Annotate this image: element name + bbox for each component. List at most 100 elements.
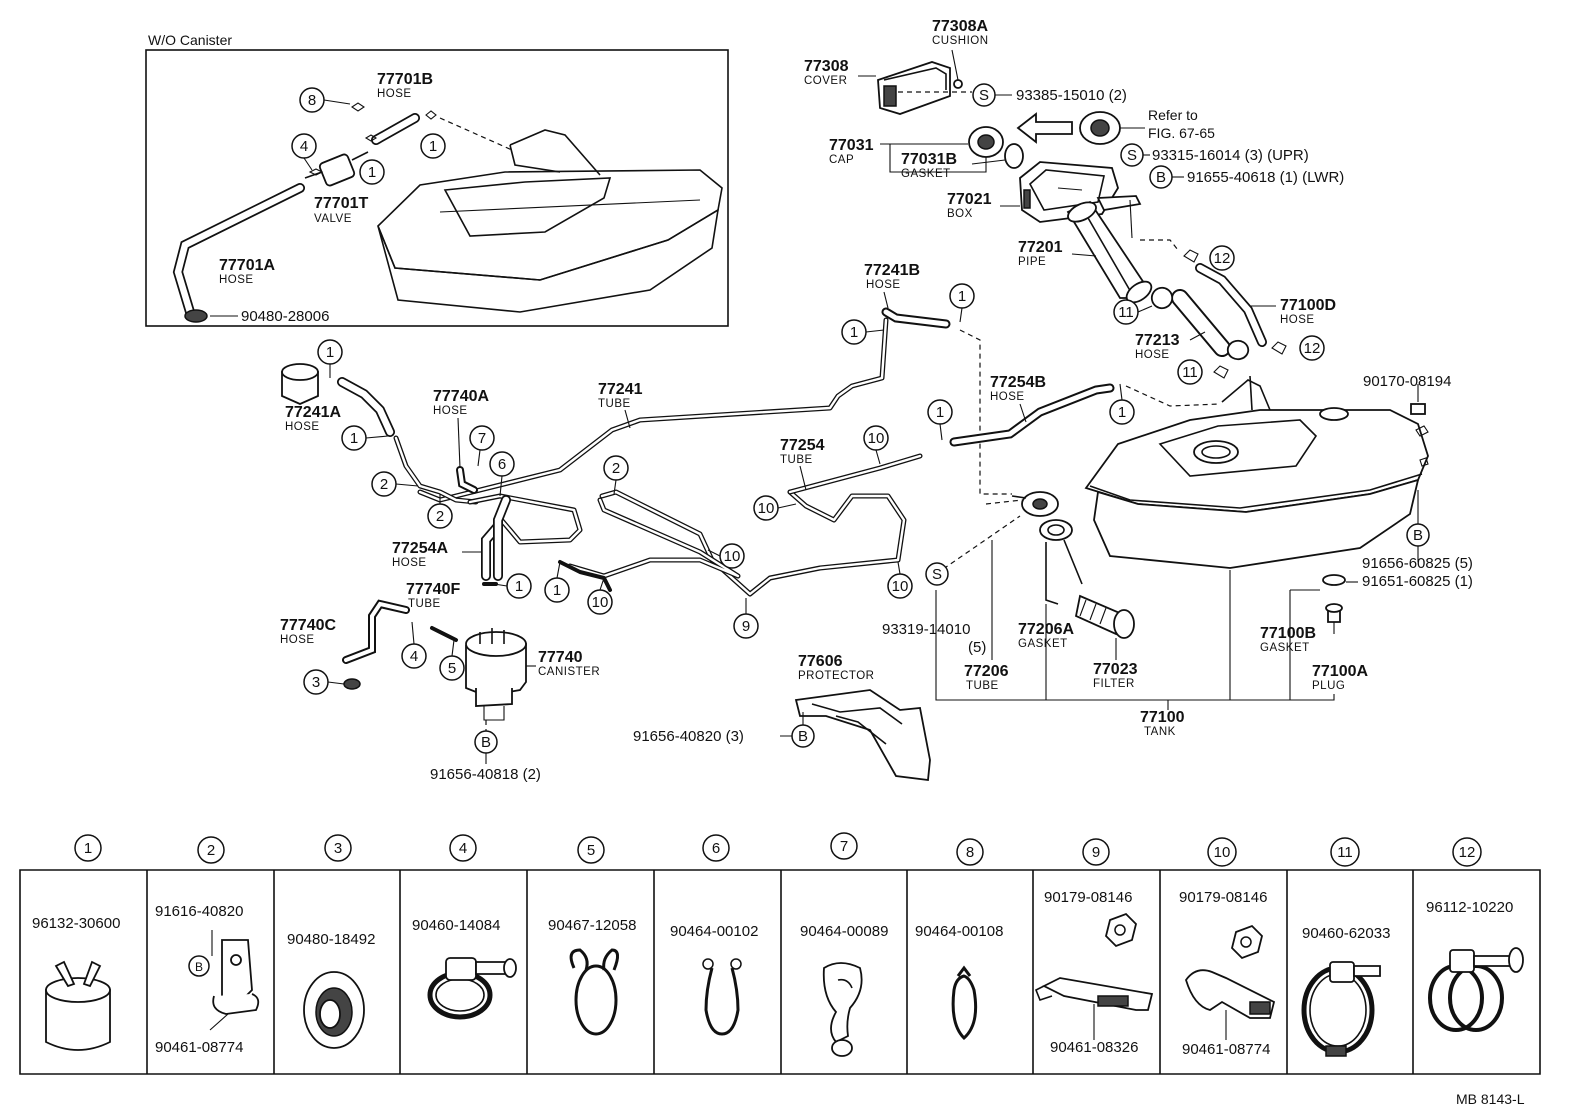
callout-8-inset: 8 xyxy=(299,87,325,113)
callout-1-inset-b: 1 xyxy=(420,133,446,159)
pn-77740a: 77740A xyxy=(433,388,489,405)
pn-91655-40618: 91655-40618 (1) (LWR) xyxy=(1187,169,1344,186)
bracket-icon-10 xyxy=(1185,924,1276,1040)
callout-11-b: 11 xyxy=(1177,359,1229,385)
legend-pn-11: 90460-62033 xyxy=(1302,925,1390,942)
sender-77206 xyxy=(985,491,1083,605)
pn-77740c: 77740C xyxy=(280,617,336,634)
callout-1-b: 1 xyxy=(341,425,367,451)
svg-text:1: 1 xyxy=(429,138,437,155)
svg-text:11: 11 xyxy=(1337,844,1353,861)
svg-text:2: 2 xyxy=(207,842,215,859)
clamp-legend: 1 2 3 4 5 6 7 8 9 10 11 12 96132-30600 9… xyxy=(19,832,1541,1075)
legend-pn-5: 90467-12058 xyxy=(548,917,636,934)
svg-text:1: 1 xyxy=(553,582,561,599)
clamp-icon-2: B xyxy=(188,930,260,1031)
pn-77031b: 77031B xyxy=(901,151,957,168)
cap-77201: PIPE xyxy=(1018,256,1046,268)
symbol-s-tank: S xyxy=(925,562,949,586)
legend-header-6: 6 xyxy=(702,834,730,862)
pn-93319-14010-qty: (5) xyxy=(968,639,986,656)
pn-77254: 77254 xyxy=(780,437,825,454)
cap-77740a: HOSE xyxy=(433,405,468,417)
pn-90480-28006: 90480-28006 xyxy=(241,308,329,325)
pn-77201: 77201 xyxy=(1018,239,1063,256)
cap-77241: TUBE xyxy=(598,398,631,410)
legend-pn-9a: 90179-08146 xyxy=(1044,889,1132,906)
cap-77254a: HOSE xyxy=(392,557,427,569)
callout-10-d: 10 xyxy=(587,589,613,615)
svg-text:B: B xyxy=(195,960,203,974)
callout-1-a: 1 xyxy=(317,339,343,365)
clamp-icon-1 xyxy=(45,960,111,1051)
gasket-77100b xyxy=(1322,574,1346,586)
cap-77241a: HOSE xyxy=(285,421,320,433)
pn-91656-40820: 91656-40820 (3) xyxy=(633,728,744,745)
pn-93315-16014: 93315-16014 (3) (UPR) xyxy=(1152,147,1309,164)
grommet-90480-28006 xyxy=(184,309,208,323)
clip-icon-7 xyxy=(822,962,863,1057)
legend-pn-6: 90464-00102 xyxy=(670,923,758,940)
svg-text:8: 8 xyxy=(308,92,316,109)
pn-91656-40818: 91656-40818 (2) xyxy=(430,766,541,783)
legend-header-1: 1 xyxy=(74,834,102,862)
pn-77206: 77206 xyxy=(964,663,1009,680)
hose-77241a-end xyxy=(281,363,319,405)
filter-77023 xyxy=(1074,594,1135,639)
callout-11-a: 11 xyxy=(1113,299,1139,325)
legend-header-7: 7 xyxy=(830,832,858,860)
svg-text:B: B xyxy=(798,728,808,745)
svg-text:5: 5 xyxy=(448,660,456,677)
pn-77100: 77100 xyxy=(1140,709,1185,726)
pn-77308a: 77308A xyxy=(932,18,988,35)
callout-4: 4 xyxy=(401,643,427,669)
callout-9: 9 xyxy=(733,613,759,639)
symbol-b-canister: B xyxy=(474,730,498,754)
cap-77031-label: CAP xyxy=(829,154,854,166)
refer-line1: Refer to xyxy=(1148,107,1198,123)
callout-12-a: 12 xyxy=(1183,245,1235,271)
svg-text:11: 11 xyxy=(1118,304,1134,321)
svg-text:7: 7 xyxy=(840,838,848,855)
svg-text:1: 1 xyxy=(84,840,92,857)
svg-text:1: 1 xyxy=(936,404,944,421)
pn-77100d: 77100D xyxy=(1280,297,1336,314)
svg-text:9: 9 xyxy=(742,618,750,635)
pn-91656-60825: 91656-60825 (5) xyxy=(1362,555,1473,572)
svg-text:1: 1 xyxy=(350,430,358,447)
svg-text:S: S xyxy=(932,566,942,583)
svg-text:5: 5 xyxy=(587,842,595,859)
svg-text:7: 7 xyxy=(478,430,486,447)
pn-77213: 77213 xyxy=(1135,332,1180,349)
pn-77241: 77241 xyxy=(598,381,643,398)
fuel-tank-77100 xyxy=(1084,375,1429,569)
clip-icon-6 xyxy=(702,958,742,1036)
svg-text:10: 10 xyxy=(868,430,885,447)
svg-text:B: B xyxy=(1413,527,1423,544)
svg-text:6: 6 xyxy=(498,456,506,473)
pn-77701b: 77701B xyxy=(377,71,433,88)
svg-text:6: 6 xyxy=(712,840,720,857)
svg-text:1: 1 xyxy=(326,344,334,361)
cap-77031 xyxy=(968,126,1024,169)
svg-text:3: 3 xyxy=(334,840,342,857)
callout-12-b: 12 xyxy=(1271,335,1325,361)
cap-77031b: GASKET xyxy=(901,168,951,180)
legend-pn-2b: 90461-08774 xyxy=(155,1039,243,1056)
callout-3: 3 xyxy=(303,669,329,695)
filler-assembly: 77308A CUSHION 77308 COVER S 93385-15010… xyxy=(804,18,1344,385)
svg-text:2: 2 xyxy=(612,460,620,477)
pn-93385-15010: 93385-15010 (2) xyxy=(1016,87,1127,104)
main-callouts: 1 1 1 1 1 1 1 1 2 2 2 3 4 5 6 7 9 10 1 xyxy=(303,283,1135,695)
svg-text:1: 1 xyxy=(958,288,966,305)
callout-4-inset: 4 xyxy=(291,133,317,159)
inset-tank-drawing xyxy=(377,129,723,313)
callout-10-c: 10 xyxy=(719,543,745,569)
clip-icon-8 xyxy=(951,965,978,1041)
inset-title: W/O Canister xyxy=(148,32,232,48)
symbol-b-1: B xyxy=(1149,165,1173,189)
callout-1-d: 1 xyxy=(949,283,975,309)
legend-header-10: 10 xyxy=(1207,837,1237,867)
arrow-icon xyxy=(1016,112,1073,144)
svg-text:12: 12 xyxy=(1304,340,1321,357)
